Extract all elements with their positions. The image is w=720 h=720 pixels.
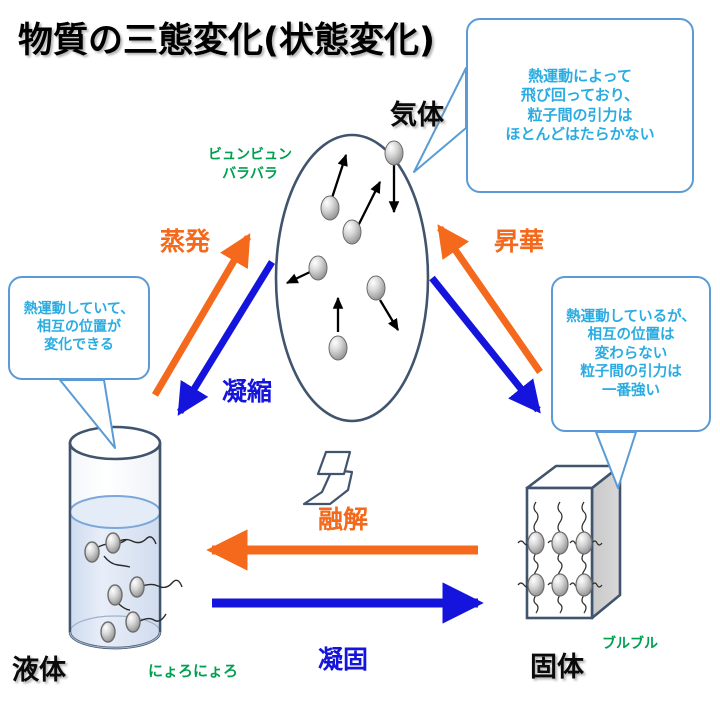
callout-solid-line-2: 相互の位置は [587,327,675,344]
callout-solid-line-1: 熱運動しているが、 [566,308,696,325]
callout-gas-line-4: ほとんどはたらかない [505,124,655,143]
arrow-label-freezing: 凝固 [318,645,369,674]
onomatopoeia-liquid-line-1: にょろにょろ [148,662,239,680]
liquid-beaker-illustration [68,425,162,650]
callout-liquid: 熱運動していて、 相互の位置が 変化できる [8,276,150,380]
onomatopoeia-gas-line-2: バラバラ [222,165,278,182]
arrow-label-sublimation: 昇華 [494,227,545,256]
arrow-sublimation-down [429,275,541,414]
onomatopoeia-solid: ブルブル [602,635,658,654]
arrow-label-condensation: 凝縮 [222,377,273,406]
callout-gas-line-3: 粒子間の引力は [527,105,633,124]
state-label-gas: 気体 [390,100,444,131]
callout-gas: 熱運動によって 飛び回っており、 粒子間の引力は ほとんどはたらかない [466,18,694,193]
gas-flask-illustration [274,133,430,506]
arrow-label-melting: 融解 [318,505,369,534]
page-title: 物質の三態変化(状態変化) [18,21,435,61]
state-label-solid: 固体 [530,652,584,683]
callout-solid-line-4: 粒子間の引力は [580,364,682,381]
onomatopoeia-gas-line-1: ビュンビュン [208,147,292,163]
callout-solid: 熱運動しているが、 相互の位置は 変わらない 粒子間の引力は 一番強い [551,276,711,432]
callout-gas-line-1: 熱運動によって [528,67,632,86]
callout-solid-line-5: 一番強い [602,382,660,399]
gas-particles [285,140,404,361]
transition-arrows [151,224,543,624]
arrow-label-evaporation: 蒸発 [160,227,211,256]
liquid-particles [84,532,183,643]
callout-liquid-line-3: 変化できる [44,336,114,353]
callout-liquid-line-2: 相互の位置が [37,319,121,336]
state-label-liquid: 液体 [12,655,66,686]
onomatopoeia-liquid: にょろにょろ [148,661,238,681]
callout-solid-line-3: 変わらない [594,345,668,362]
onomatopoeia-gas: ビュンビュン バラバラ [208,146,292,184]
callout-gas-line-2: 飛び回っており、 [520,86,640,105]
callout-liquid-line-1: 熱運動していて、 [23,301,135,318]
onomatopoeia-solid-line-1: ブルブル [602,636,658,652]
solid-block-illustration [525,464,622,620]
solid-lattice [517,501,603,614]
